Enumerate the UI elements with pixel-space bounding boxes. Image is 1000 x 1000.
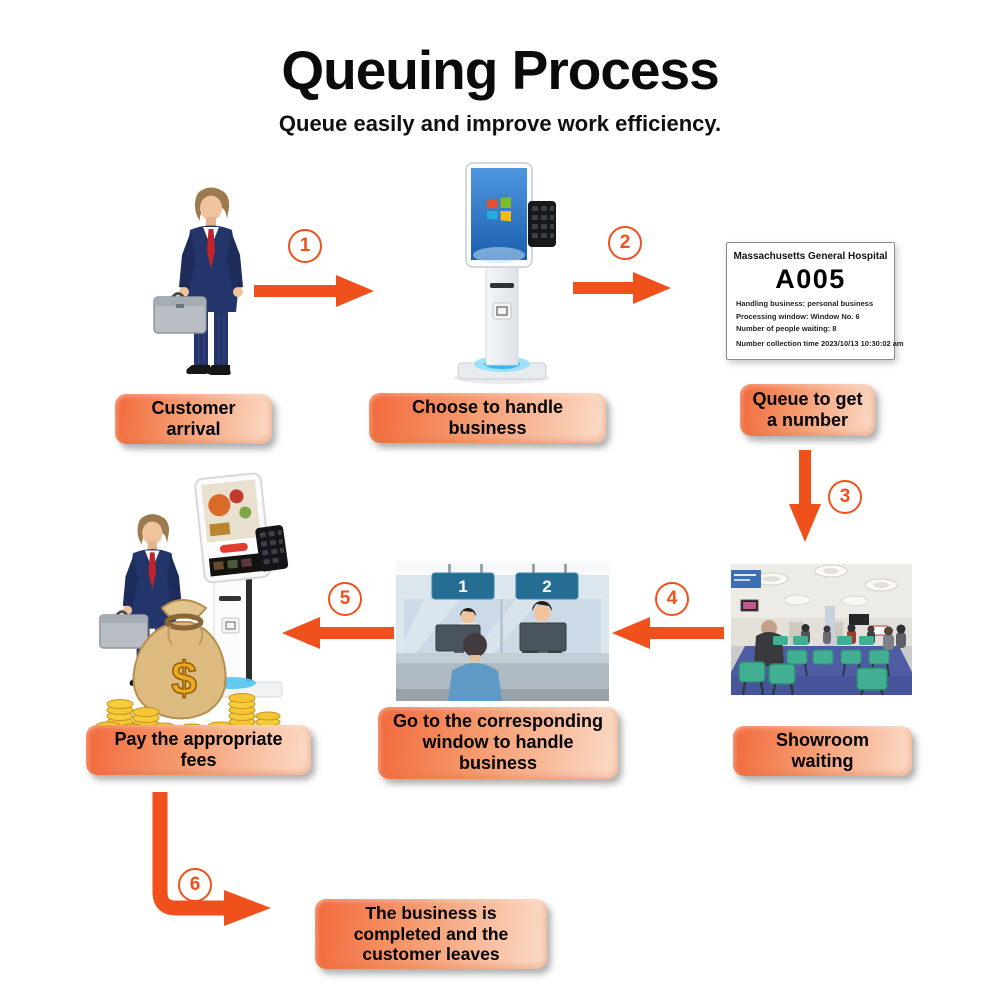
service-counter-illustration: 1 2 [396,561,609,701]
tv-screen [849,614,869,625]
ticket-number: A005 [775,264,846,294]
step-number-2: 2 [619,232,631,253]
payment-kiosk [194,472,289,698]
scanner [492,302,512,320]
stage-label-window-business: Go to the corresponding window to handle… [378,707,618,779]
flow-arrow-1-right-icon [254,275,374,307]
flow-arrow-2-right-icon [573,272,671,304]
step-badge-1: 1 [288,229,322,263]
ticket-detail-line: Number of people waiting: 8 [736,323,837,333]
customer-illustration [153,187,243,375]
step-badge-6: 6 [178,868,212,902]
page-subtitle: Queue easily and improve work efficiency… [278,111,722,136]
keypad-icon [255,525,289,572]
payment-illustration: $ [95,472,289,730]
ticket-detail-line: Handling business: personal business [736,299,874,309]
stage-label-pay-fees: Pay the appropriate fees [86,725,311,776]
customer-at-window [448,633,502,701]
waiting-chairs [738,636,890,695]
paying-customer [99,514,182,687]
ticket-card: Massachusetts General Hospital A005 Hand… [726,242,904,360]
step-number-5: 5 [339,588,351,609]
waiting-room-photo [731,564,912,695]
windows-logo-icon [487,197,511,222]
kiosk-illustration [454,162,556,384]
step-badge-2: 2 [608,226,642,260]
window-sign-1: 1 [431,572,495,600]
briefcase-icon [99,610,149,649]
step-number-4: 4 [666,588,678,609]
step-badge-3: 3 [828,480,862,514]
flow-arrow-3-down-icon [789,450,821,542]
page-title: Queuing Process [281,39,719,101]
flow-arrow-5-left-icon [282,617,394,649]
svg-text:2: 2 [542,577,551,596]
svg-text:1: 1 [458,577,467,596]
dollar-sign: $ [171,652,197,704]
keypad-icon [528,201,556,247]
stage-label-customer-arrival: Customer arrival [115,394,272,445]
window-sign-2: 2 [515,572,579,600]
step-badge-4: 4 [655,582,689,616]
flow-arrow-6-elbow-icon [152,792,271,926]
ticket-detail-line: Processing window: Window No. 6 [736,311,860,321]
money-bag-icon: $ [132,599,227,720]
step-number-6: 6 [189,874,201,895]
stage-label-showroom-waiting: Showroom waiting [733,726,912,777]
step-badge-5: 5 [328,582,362,616]
flow-arrow-4-left-icon [612,617,724,649]
ticket-slot [490,283,514,288]
ticket-detail-line: Number collection time 2023/10/13 10:30:… [736,338,904,348]
step-number-3: 3 [839,486,851,507]
waiting-people [754,620,906,666]
stage-label-queue-number: Queue to get a number [740,384,875,436]
step-number-1: 1 [299,235,311,256]
stage-label-completed: The business is completed and the custom… [315,899,547,969]
businessman-icon [153,187,243,375]
ticket-hospital-name: Massachusetts General Hospital [733,251,888,262]
briefcase-icon [153,292,207,334]
stage-label-choose-business: Choose to handle business [369,393,606,444]
